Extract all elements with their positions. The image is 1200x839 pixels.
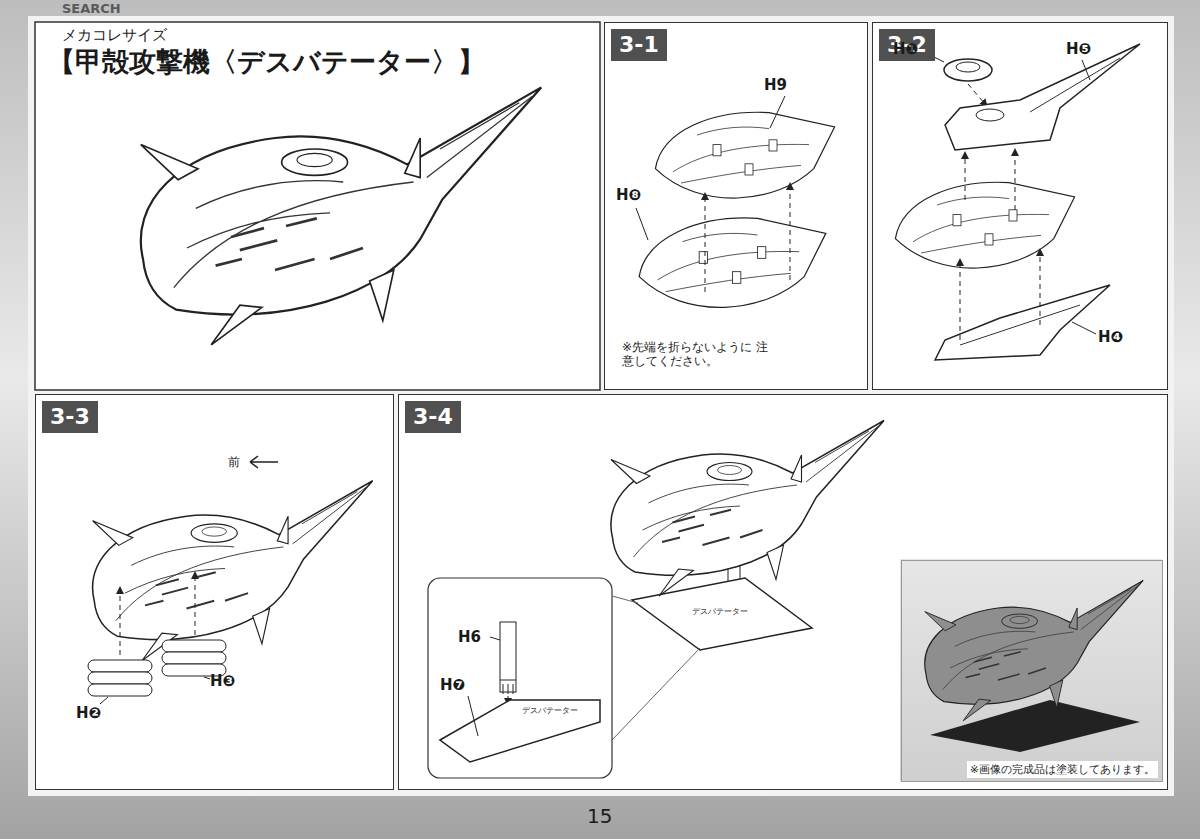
panel-ground (35, 394, 394, 790)
part-number: H❼ (440, 676, 465, 694)
part-number: H❷ (76, 704, 101, 722)
part-number: H❹ (1098, 328, 1123, 346)
panel-ground (872, 22, 1168, 390)
photo-box: ※画像の完成品は塗装してあります。 (901, 560, 1163, 782)
step-3-3-parts (88, 456, 373, 704)
panel-ground (398, 394, 1168, 790)
part-number: H❶ (893, 40, 918, 58)
part-number: H6 (458, 628, 481, 646)
part-number: H❽ (616, 186, 641, 204)
step-number: 3-3 (42, 401, 98, 433)
step-3-1-parts (636, 96, 835, 307)
step-3-4-parts (428, 421, 884, 779)
step-panel: 3-4 ※画像の完成品は塗装してあります。 (398, 394, 1168, 790)
part-number: H❺ (1066, 40, 1091, 58)
title-panel (35, 22, 600, 390)
page-ground (28, 16, 1174, 796)
panel-ground (604, 22, 868, 390)
step-panel: 3-3 (35, 394, 394, 790)
stand-print: デスバテーター (692, 607, 748, 617)
step-panel: 3-1 (604, 22, 868, 390)
step-3-2-parts (895, 44, 1140, 360)
part-number: H9 (764, 76, 787, 94)
step-number: 3-4 (405, 401, 461, 433)
page-number: 15 (587, 804, 612, 828)
part-number: H❸ (210, 672, 235, 690)
caution-note: ※先端を折らないように 注意してください。 (622, 340, 772, 369)
finished-photo (900, 559, 1162, 781)
ship-drawing (141, 87, 541, 344)
step-number: 3-1 (611, 29, 667, 61)
page-title: 【甲殻攻撃機〈デスバテーター〉】 (48, 46, 485, 78)
step-panel: 3-2 (872, 22, 1168, 390)
watermark: SEARCH (62, 1, 121, 17)
front-mark: 前 (228, 455, 240, 469)
photo-caption: ※画像の完成品は塗装してあります。 (967, 761, 1158, 778)
scale-name: メカコレサイズ (62, 26, 167, 44)
stand-print: デスバテーター (522, 706, 578, 716)
